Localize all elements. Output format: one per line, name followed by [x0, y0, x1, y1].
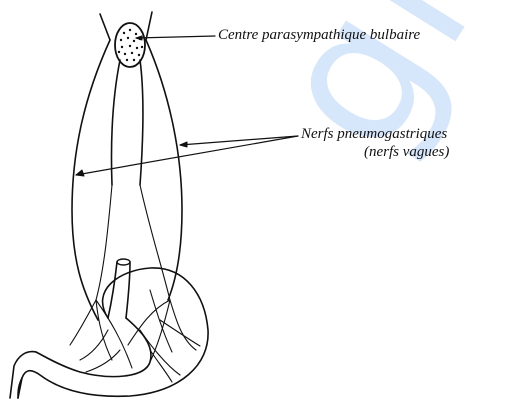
outer-left-outline	[72, 40, 110, 320]
esophagus-opening	[117, 259, 130, 265]
leader-line-centre	[136, 36, 215, 38]
bulbar-centre-stipple	[118, 29, 143, 61]
label-bulbar-centre: Centre parasympathique bulbaire	[218, 27, 420, 44]
brainstem-right-top-stroke	[146, 12, 152, 40]
brainstem-left-top-stroke	[100, 14, 110, 40]
label-vagus-nerves: Nerfs pneumogastriques	[301, 126, 447, 143]
esophagus-left-wall	[108, 262, 117, 318]
leader-line-nerfs-right	[180, 136, 298, 145]
outer-right-outline	[146, 40, 182, 300]
stomach-nerve-branches	[70, 185, 200, 382]
stomach-inner-curve	[36, 318, 151, 377]
vagus-nerve-left	[111, 60, 120, 185]
esophagus-right-wall	[126, 262, 130, 318]
leader-arrow-nerfs-left	[76, 170, 84, 176]
vagus-nerve-right	[140, 60, 143, 185]
label-vagus-nerves-alt: (nerfs vagues)	[364, 144, 449, 161]
leader-arrow-nerfs-right	[180, 142, 187, 147]
